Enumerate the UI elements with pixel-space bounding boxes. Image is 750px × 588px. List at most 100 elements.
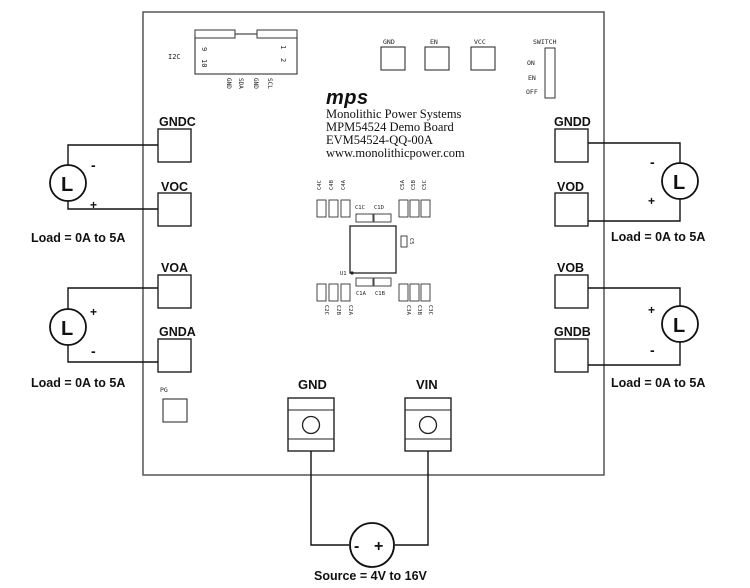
pin-name-gnd-1: GND <box>225 78 232 89</box>
component-cluster: C4C C4B C4A C5A C5B C5C C1C C1D U1 C5 C1… <box>316 179 433 316</box>
load-a-range: Load = 0A to 5A <box>31 376 125 390</box>
u1-pin1-dot <box>350 271 354 275</box>
board-branding: mps Monolithic Power Systems MPM54524 De… <box>326 87 465 160</box>
gnd-test-point <box>380 46 406 71</box>
left-output-pads: GNDC VOC VOA GNDA <box>157 115 196 373</box>
u1-module <box>349 225 397 274</box>
load-c-wire-bottom <box>67 201 158 210</box>
header-key-right <box>256 29 298 39</box>
gnd-terminal-screw <box>301 415 321 435</box>
enable-switch: SWITCH ON EN OFF <box>526 38 557 99</box>
cap-c4c <box>316 199 327 218</box>
source-wire-negative <box>310 451 349 546</box>
cap-c3c <box>420 283 431 302</box>
pin-name-gnd-2: GND <box>252 78 259 89</box>
cap-c1c <box>355 213 374 223</box>
gndb-label: GNDB <box>554 325 591 339</box>
cap-c2a-label: C2A <box>347 305 353 316</box>
vob-pad <box>554 274 589 309</box>
load-b-symbol <box>661 305 699 343</box>
gnd-tp-label: GND <box>383 38 395 46</box>
load-d-minus: - <box>650 154 655 170</box>
load-c-circuit: L - + Load = 0A to 5A <box>31 144 158 245</box>
load-b-circuit: L + - Load = 0A to 5A <box>588 287 705 390</box>
vob-label: VOB <box>557 261 584 275</box>
source-wire-positive <box>395 451 429 546</box>
cap-c3c-label: C3C <box>427 305 433 315</box>
cap-c3b <box>409 283 420 302</box>
load-d-plus: + <box>648 194 655 208</box>
board-name: MPM54524 Demo Board <box>326 120 455 134</box>
vcc-test-point <box>470 46 496 71</box>
gnd-terminal-label: GND <box>298 377 327 392</box>
load-d-wire-bottom <box>588 199 681 222</box>
cap-c4b <box>328 199 339 218</box>
source-symbol <box>349 522 395 568</box>
switch-on: ON <box>527 59 535 67</box>
gnda-label: GNDA <box>159 325 196 339</box>
cap-c1b <box>373 277 392 287</box>
cap-c4b-label: C4B <box>329 179 335 190</box>
load-a-symbol <box>49 308 87 346</box>
cap-c3a <box>398 283 409 302</box>
cap-c4a-label: C4A <box>341 179 347 190</box>
pg-test-point <box>162 398 188 423</box>
cap-c2a <box>340 283 351 302</box>
cap-c5a-label: C5A <box>400 179 406 190</box>
pin-2: 2 <box>279 58 287 62</box>
gndc-label: GNDC <box>159 115 196 129</box>
load-d-symbol <box>661 162 699 200</box>
source-circuit: - + Source = 4V to 16V <box>310 451 429 583</box>
load-d-circuit: L - + Load = 0A to 5A <box>588 142 705 244</box>
switch-label: SWITCH <box>533 38 557 46</box>
load-a-plus: + <box>90 305 97 319</box>
gndd-pad <box>554 128 589 163</box>
i2c-header: I2C 9 10 1 2 GND SDA GND SCL <box>168 29 298 89</box>
right-output-pads: GNDD VOD VOB GNDB <box>554 115 591 373</box>
cap-c2c-label: C2C <box>323 305 329 315</box>
mps-logo: mps <box>326 87 369 109</box>
vin-terminal <box>404 397 452 452</box>
website: www.monolithicpower.com <box>326 146 465 160</box>
cap-c1c-label: C1C <box>355 205 365 211</box>
load-c-symbol <box>49 164 87 202</box>
cap-c3b-label: C3B <box>416 305 422 316</box>
switch-en: EN <box>528 74 536 82</box>
load-b-plus: + <box>648 303 655 317</box>
load-c-letter: L <box>61 174 73 196</box>
input-terminals: GND VIN <box>287 377 452 452</box>
cap-c1d <box>373 213 392 223</box>
cap-c1d-label: C1D <box>374 205 384 211</box>
pin-name-scl: SCL <box>266 78 273 89</box>
vod-pad <box>554 192 589 227</box>
u1-label: U1 <box>340 271 347 277</box>
source-plus: + <box>374 538 383 555</box>
gndd-label: GNDD <box>554 115 591 129</box>
load-a-wire-bottom <box>67 345 158 363</box>
cap-c5c <box>420 199 431 218</box>
switch-off: OFF <box>526 88 538 96</box>
load-a-minus: - <box>91 343 96 359</box>
cap-c5 <box>400 235 408 248</box>
load-b-letter: L <box>673 315 685 337</box>
voa-label: VOA <box>161 261 188 275</box>
load-c-plus: + <box>90 198 97 212</box>
company-name: Monolithic Power Systems <box>326 107 462 121</box>
load-c-range: Load = 0A to 5A <box>31 231 125 245</box>
vin-terminal-label: VIN <box>416 377 438 392</box>
cap-c1b-label: C1B <box>375 291 386 297</box>
cap-c5b-label: C5B <box>411 179 417 190</box>
gndb-pad <box>554 338 589 373</box>
part-number: EVM54524-QQ-00A <box>326 133 433 147</box>
load-a-circuit: L + - Load = 0A to 5A <box>31 287 158 390</box>
cap-c1a <box>355 277 374 287</box>
load-b-wire-top <box>588 287 681 306</box>
i2c-label: I2C <box>168 53 181 61</box>
pin-10: 10 <box>200 59 208 67</box>
switch-body <box>544 47 556 99</box>
en-test-point <box>424 46 450 71</box>
source-range: Source = 4V to 16V <box>314 569 428 583</box>
cap-c5a <box>398 199 409 218</box>
